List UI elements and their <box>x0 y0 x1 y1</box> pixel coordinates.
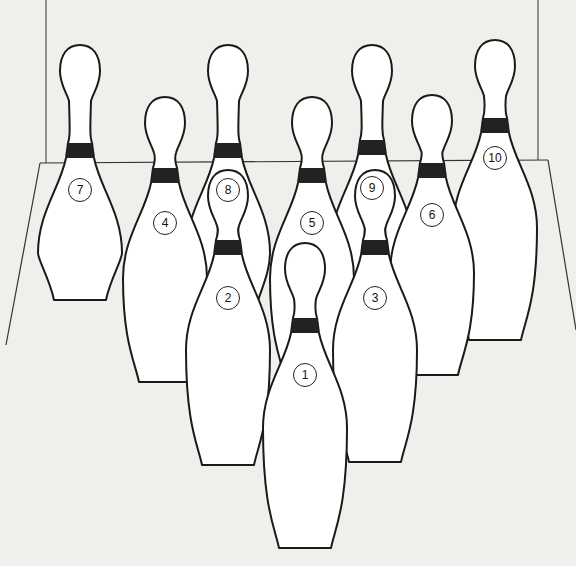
pin-number: 3 <box>363 286 387 310</box>
pin-deck-edge <box>548 160 576 330</box>
pin-band <box>214 240 242 255</box>
pin-number: 9 <box>360 176 384 200</box>
pin-band <box>418 163 446 178</box>
pin-band <box>151 168 179 183</box>
bowling-pin: 1 <box>255 243 355 548</box>
bowling-pin: 7 <box>30 45 130 300</box>
pin-number: 8 <box>216 178 240 202</box>
pin-band <box>214 143 242 158</box>
pin-number: 7 <box>68 178 92 202</box>
pin-band <box>291 318 319 333</box>
pin-band <box>361 240 389 255</box>
pin-band <box>358 140 386 155</box>
pin-band <box>481 118 509 133</box>
pin-band <box>66 143 94 158</box>
pin-number: 5 <box>300 211 324 235</box>
lane-edge <box>46 0 47 163</box>
pin-body <box>38 45 122 300</box>
pin-band <box>298 168 326 183</box>
lane-edge <box>538 0 539 160</box>
pin-number: 2 <box>216 286 240 310</box>
pin-number: 6 <box>420 203 444 227</box>
pin-outline <box>30 45 130 300</box>
pin-number: 10 <box>483 146 507 170</box>
pin-outline <box>255 243 355 548</box>
pin-deck-edge <box>6 163 40 345</box>
pin-number: 1 <box>293 363 317 387</box>
pin-body <box>263 243 347 548</box>
pin-body <box>186 170 270 465</box>
pin-number: 4 <box>153 211 177 235</box>
